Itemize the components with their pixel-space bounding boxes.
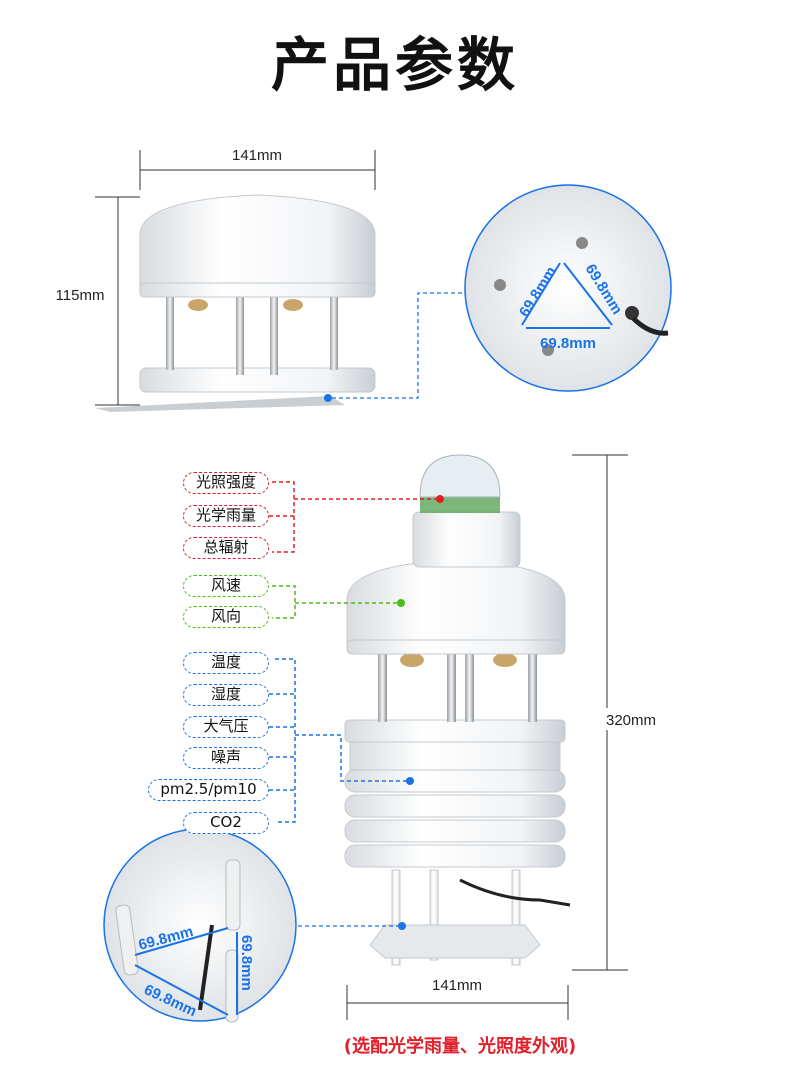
red-dot [436, 495, 444, 503]
optional-config-note: (选配光学雨量、光照度外观) [343, 1036, 577, 1057]
label-wind-speed: 风速 [183, 575, 269, 597]
main-width-label: 141mm [432, 977, 482, 994]
base-dot [398, 922, 406, 930]
top-callout-leader [332, 292, 465, 399]
page-title: 产品参数 [270, 31, 519, 99]
leg-spacing-callout: 69.8mm 69.8mm 69.8mm [103, 828, 297, 1023]
label-co2: CO2 [183, 812, 269, 834]
label-humidity: 湿度 [183, 684, 269, 706]
label-optical-rainfall: 光学雨量 [183, 505, 269, 527]
top-device-image [95, 194, 376, 412]
top-height-dimension [95, 196, 140, 406]
green-dot [397, 599, 405, 607]
blue-dot [406, 777, 414, 785]
label-pressure: 大气压 [183, 716, 269, 738]
label-illuminance: 光照强度 [183, 472, 269, 494]
top-width-dimension [139, 150, 376, 190]
base-mount-callout: 69.8mm 69.8mm 69.8mm [464, 184, 672, 392]
callout-dim-bottom: 69.8mm [540, 335, 596, 352]
top-height-label: 115mm [56, 287, 105, 304]
label-temperature: 温度 [183, 652, 269, 674]
blue-bracket [269, 658, 407, 823]
label-wind-direction: 风向 [183, 606, 269, 628]
leg-dim-right: 69.8mm [238, 935, 255, 991]
main-width-dimension [346, 985, 569, 1020]
main-device-image [344, 454, 571, 966]
green-bracket [272, 585, 398, 619]
red-bracket [269, 481, 437, 553]
main-height-label: 320mm [606, 712, 656, 729]
label-total-radiation: 总辐射 [183, 537, 269, 559]
label-noise: 噪声 [183, 747, 269, 769]
top-width-label: 141mm [232, 147, 282, 164]
label-pm: pm2.5/pm10 [148, 779, 269, 801]
